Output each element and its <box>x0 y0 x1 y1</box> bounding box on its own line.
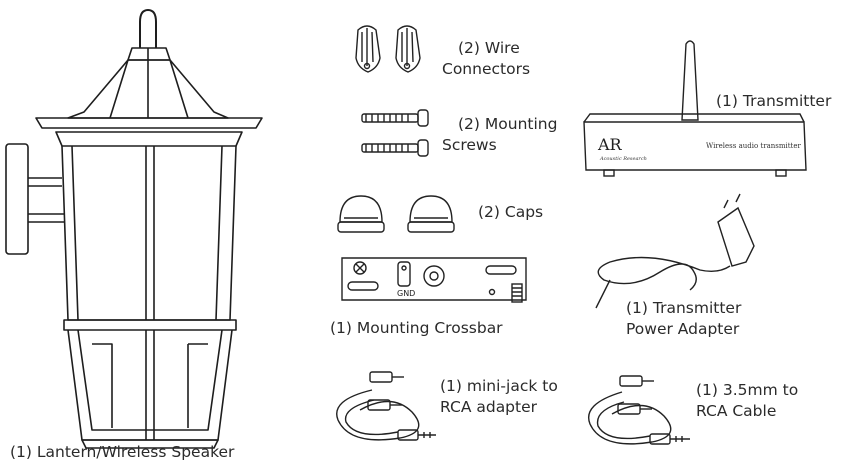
power-adapter-label-line1: (1) Transmitter <box>626 299 742 317</box>
wire-connectors-label-line2: Connectors <box>442 60 531 78</box>
mounting-screws-label-line2: Screws <box>442 136 497 154</box>
transmitter-label: (1) Transmitter <box>716 92 832 110</box>
power-adapter-label-line2: Power Adapter <box>626 320 740 338</box>
transmitter-logo: AR <box>597 135 623 154</box>
rca-cable-label-line1: (1) 3.5mm to <box>696 381 799 399</box>
caps-label: (2) Caps <box>478 203 544 221</box>
crossbar-label: (1) Mounting Crossbar <box>330 319 503 337</box>
svg-text:GND: GND <box>397 289 415 298</box>
transmitter-logo-sub: Acoustic Research <box>599 156 647 162</box>
mounting-screws-label-line1: (2) Mounting <box>458 115 558 133</box>
mini-jack-label-line1: (1) mini-jack to <box>440 377 558 395</box>
lantern-label: (1) Lantern/Wireless Speaker <box>10 443 235 461</box>
transmitter-face-text: Wireless audio transmitter <box>706 142 802 150</box>
rca-cable-label-line2: RCA Cable <box>696 402 777 420</box>
wire-connectors-label-line1: (2) Wire <box>458 39 520 57</box>
mini-jack-label-line2: RCA adapter <box>440 398 538 416</box>
